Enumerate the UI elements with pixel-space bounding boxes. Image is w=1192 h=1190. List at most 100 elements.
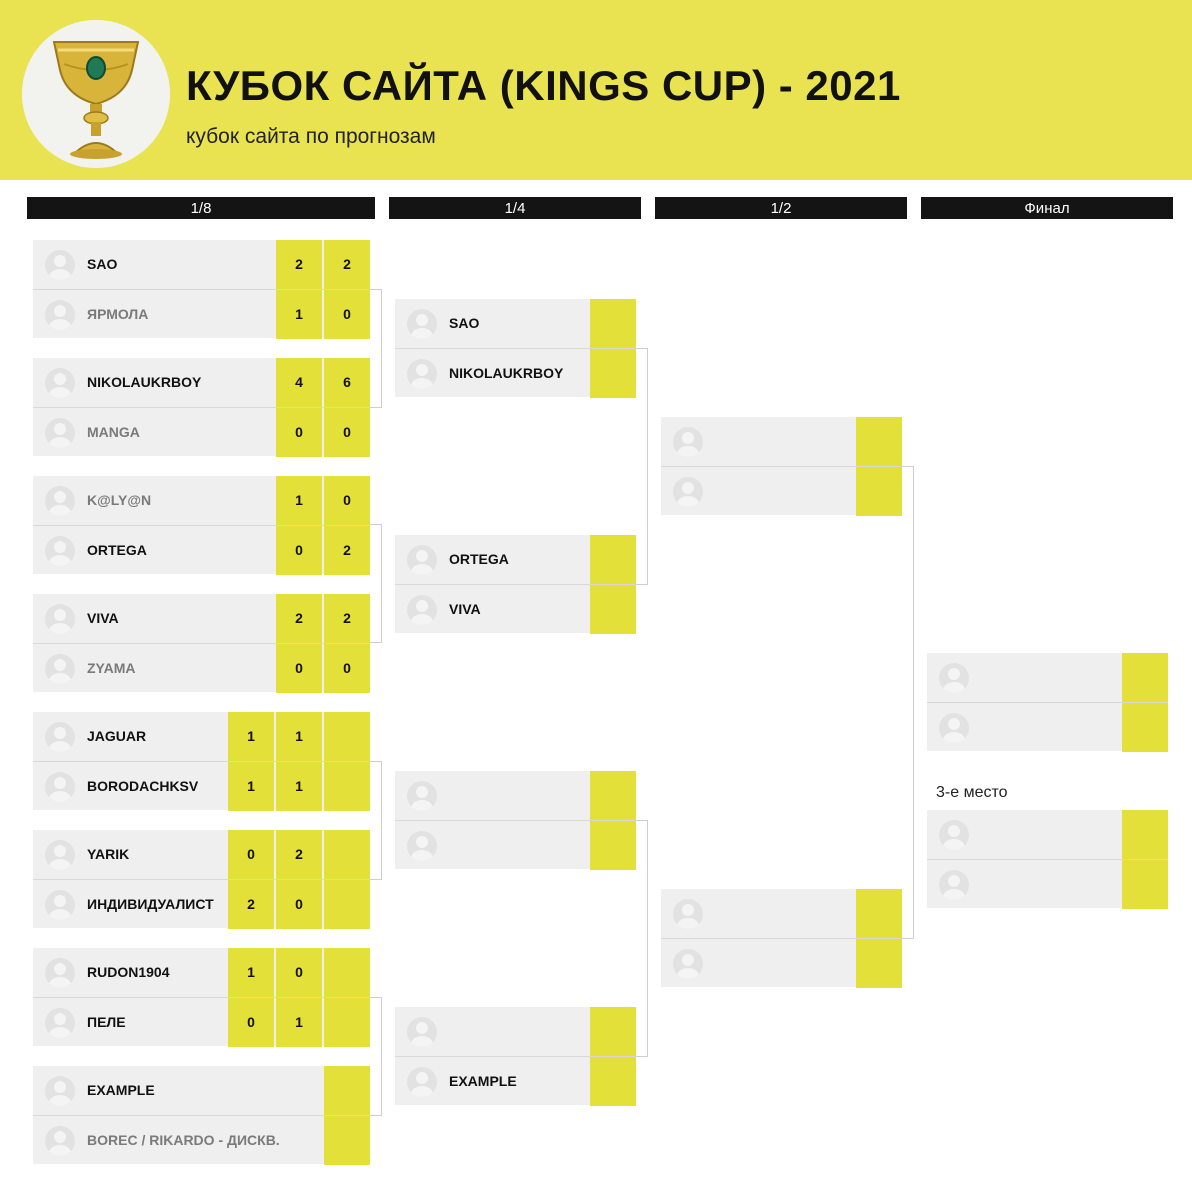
match-r16-6[interactable]: YARIK 0 2 ИНДИВИДУАЛИСТ 2 0 [33, 830, 370, 929]
score-cell: 0 [276, 526, 322, 575]
match-player-row[interactable] [927, 859, 1168, 909]
match-player-row[interactable] [661, 938, 902, 988]
match-final[interactable] [927, 653, 1168, 752]
match-qf-3[interactable] [395, 771, 636, 870]
avatar [45, 486, 75, 516]
score-cell: 2 [276, 240, 322, 289]
bracket-connector [636, 348, 648, 585]
match-player-row[interactable]: ZYAMA 0 0 [33, 643, 370, 693]
bracket-connector [370, 761, 382, 880]
score-cell [324, 998, 370, 1047]
match-player-row[interactable]: ЯРМОЛА 1 0 [33, 289, 370, 339]
bracket-connector [370, 997, 382, 1116]
round-header-1-2: 1/2 [655, 197, 907, 219]
score-cell [1122, 653, 1168, 702]
avatar [45, 368, 75, 398]
match-player-row[interactable]: BORODACHKSV 1 1 [33, 761, 370, 811]
avatar [407, 595, 437, 625]
avatar [673, 949, 703, 979]
match-player-row[interactable] [927, 702, 1168, 752]
match-player-row[interactable] [661, 417, 902, 466]
score-cell: 1 [228, 948, 274, 997]
avatar [45, 300, 75, 330]
avatar [939, 663, 969, 693]
match-player-row[interactable]: ИНДИВИДУАЛИСТ 2 0 [33, 879, 370, 929]
round-header-final: Финал [921, 197, 1173, 219]
player-name: YARIK [87, 846, 130, 862]
avatar [407, 545, 437, 575]
match-player-row[interactable]: NIKOLAUKRBOY [395, 348, 636, 398]
score-cell [590, 585, 636, 634]
match-player-row[interactable]: K@LY@N 1 0 [33, 476, 370, 525]
match-sf-1[interactable] [661, 417, 902, 516]
match-r16-7[interactable]: RUDON1904 1 0 ПЕЛЕ 0 1 [33, 948, 370, 1047]
match-player-row[interactable]: BOREC / RIKARDO - ДИСКВ. [33, 1115, 370, 1165]
score-cell: 1 [276, 290, 322, 339]
score-cell: 2 [228, 880, 274, 929]
match-player-row[interactable]: SAO [395, 299, 636, 348]
match-player-row[interactable] [661, 889, 902, 938]
player-name: BOREC / RIKARDO - ДИСКВ. [87, 1132, 280, 1148]
match-player-row[interactable] [927, 653, 1168, 702]
match-player-row[interactable]: JAGUAR 1 1 [33, 712, 370, 761]
match-player-row[interactable]: VIVA 2 2 [33, 594, 370, 643]
player-name: VIVA [449, 601, 481, 617]
score-cell: 0 [228, 998, 274, 1047]
player-name: SAO [87, 256, 118, 272]
match-r16-8[interactable]: EXAMPLE BOREC / RIKARDO - ДИСКВ. [33, 1066, 370, 1165]
score-cell: 1 [276, 998, 322, 1047]
third-place-label: 3-е место [936, 784, 1008, 801]
match-sf-2[interactable] [661, 889, 902, 988]
score-cell: 0 [276, 644, 322, 693]
match-r16-2[interactable]: NIKOLAUKRBOY 4 6 MANGA 0 0 [33, 358, 370, 457]
page-subtitle: кубок сайта по прогнозам [186, 125, 436, 148]
avatar [939, 713, 969, 743]
player-name: SAO [449, 315, 480, 331]
match-player-row[interactable]: EXAMPLE [395, 1056, 636, 1106]
score-cell: 2 [324, 526, 370, 575]
score-cell: 1 [228, 712, 274, 761]
match-player-row[interactable]: ПЕЛЕ 0 1 [33, 997, 370, 1047]
player-name: ORTEGA [449, 551, 509, 567]
match-player-row[interactable]: RUDON1904 1 0 [33, 948, 370, 997]
avatar [45, 1076, 75, 1106]
match-r16-5[interactable]: JAGUAR 1 1 BORODACHKSV 1 1 [33, 712, 370, 811]
match-player-row[interactable]: ORTEGA 0 2 [33, 525, 370, 575]
match-player-row[interactable] [395, 820, 636, 870]
avatar [939, 820, 969, 850]
match-player-row[interactable] [395, 771, 636, 820]
match-player-row[interactable]: YARIK 0 2 [33, 830, 370, 879]
match-player-row[interactable]: ORTEGA [395, 535, 636, 584]
match-player-row[interactable]: MANGA 0 0 [33, 407, 370, 457]
score-cell: 2 [276, 594, 322, 643]
score-cell [324, 1066, 370, 1115]
match-player-row[interactable] [927, 810, 1168, 859]
match-qf-2[interactable]: ORTEGA VIVA [395, 535, 636, 634]
avatar [407, 359, 437, 389]
score-cell: 2 [324, 594, 370, 643]
avatar [407, 1017, 437, 1047]
avatar [45, 722, 75, 752]
score-cell [856, 467, 902, 516]
match-player-row[interactable] [395, 1007, 636, 1056]
match-r16-3[interactable]: K@LY@N 1 0 ORTEGA 0 2 [33, 476, 370, 575]
player-name: ЯРМОЛА [87, 306, 149, 322]
bracket-connector [370, 289, 382, 408]
match-r16-4[interactable]: VIVA 2 2 ZYAMA 0 0 [33, 594, 370, 693]
match-player-row[interactable]: VIVA [395, 584, 636, 634]
match-qf-4[interactable]: EXAMPLE [395, 1007, 636, 1106]
match-third-place[interactable] [927, 810, 1168, 909]
avatar [45, 536, 75, 566]
match-r16-1[interactable]: SAO 2 2 ЯРМОЛА 1 0 [33, 240, 370, 339]
match-qf-1[interactable]: SAO NIKOLAUKRBOY [395, 299, 636, 398]
match-player-row[interactable]: NIKOLAUKRBOY 4 6 [33, 358, 370, 407]
score-cell: 1 [276, 712, 322, 761]
match-player-row[interactable]: EXAMPLE [33, 1066, 370, 1115]
match-player-row[interactable]: SAO 2 2 [33, 240, 370, 289]
avatar [407, 781, 437, 811]
bracket-connector [636, 820, 648, 1057]
match-player-row[interactable] [661, 466, 902, 516]
score-cell [590, 535, 636, 584]
score-cell [324, 830, 370, 879]
avatar [45, 840, 75, 870]
